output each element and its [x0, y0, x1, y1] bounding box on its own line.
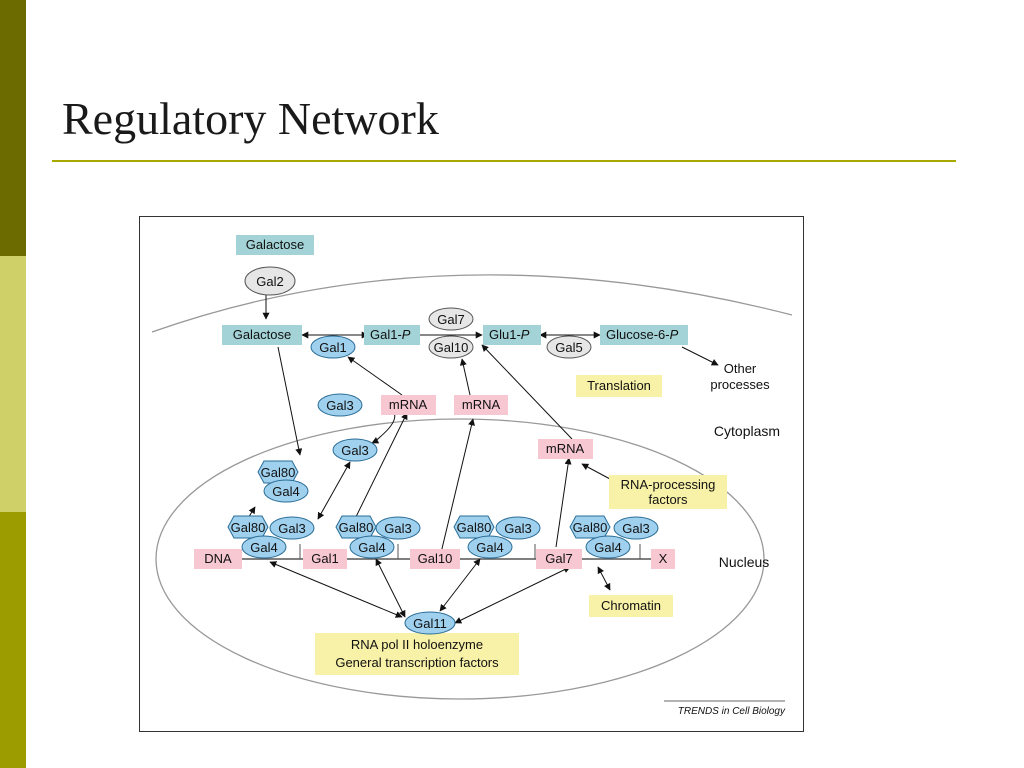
rna-processing-factors-box: RNA-processing factors — [609, 475, 727, 509]
promoter-complex-4: Gal80 Gal3 Gal4 — [569, 515, 659, 559]
svg-text:Gal11: Gal11 — [413, 616, 447, 631]
metabolite-galactose-outside: Galactose — [236, 235, 314, 255]
svg-text:Glucose-6-P: Glucose-6-P — [606, 327, 679, 342]
svg-text:DNA: DNA — [204, 551, 232, 566]
mrna-gal10: mRNA — [454, 395, 508, 415]
svg-text:Gal1: Gal1 — [311, 551, 338, 566]
network-diagram: Galactose Galactose Gal1-P Glu1-P Glucos… — [151, 235, 793, 717]
accent-bar-top — [0, 0, 26, 256]
gal3-protein-nuclear-entry: Gal3 — [332, 438, 378, 462]
metabolite-glucose6p: Glucose-6-P — [600, 325, 688, 345]
svg-text:Gal80: Gal80 — [261, 465, 296, 480]
gal11-protein: Gal11 — [404, 611, 456, 635]
mrna-gal7: mRNA — [538, 439, 593, 459]
metabolite-gal1p: Gal1-P — [364, 325, 420, 345]
slide-title: Regulatory Network — [62, 93, 439, 144]
svg-text:Gal4: Gal4 — [476, 540, 503, 555]
svg-text:X: X — [659, 551, 668, 566]
svg-text:General transcription factors: General transcription factors — [335, 655, 499, 670]
svg-text:Gal4: Gal4 — [272, 484, 299, 499]
svg-text:Gal5: Gal5 — [555, 340, 582, 355]
svg-text:Gal4: Gal4 — [594, 540, 621, 555]
promoter-mark — [299, 544, 641, 559]
svg-text:Gal3: Gal3 — [341, 443, 368, 458]
cytoplasm-label: Cytoplasm — [714, 423, 780, 439]
svg-text:mRNA: mRNA — [462, 397, 501, 412]
svg-text:Gal3: Gal3 — [622, 521, 649, 536]
accent-bar-middle — [0, 256, 26, 512]
svg-text:Gal80: Gal80 — [457, 520, 492, 535]
source-credit: TRENDS in Cell Biology — [678, 706, 786, 717]
translation-box: Translation — [576, 375, 662, 397]
svg-text:Translation: Translation — [587, 378, 651, 393]
mrna-gal1: mRNA — [381, 395, 436, 415]
accent-bar-bottom — [0, 512, 26, 768]
metabolite-galactose-inside: Galactose — [222, 325, 302, 345]
other-processes-label: Other — [724, 361, 757, 376]
svg-text:Gal4: Gal4 — [358, 540, 385, 555]
gene-dna: DNA — [194, 549, 242, 569]
gene-gal1: Gal1 — [303, 549, 347, 569]
cell-membrane — [151, 274, 793, 333]
svg-text:Gal3: Gal3 — [326, 398, 353, 413]
svg-text:Gal10: Gal10 — [418, 551, 453, 566]
gene-gal7: Gal7 — [536, 549, 582, 569]
regulatory-network-figure: Galactose Galactose Gal1-P Glu1-P Glucos… — [139, 216, 804, 732]
svg-text:mRNA: mRNA — [389, 397, 428, 412]
svg-text:Gal80: Gal80 — [573, 520, 608, 535]
promoter-complex-1: Gal80 Gal3 Gal4 — [227, 515, 315, 559]
rna-pol-ii-holoenzyme-box: RNA pol II holoenzyme General transcript… — [315, 633, 519, 675]
metabolite-glu1p: Glu1-P — [483, 325, 541, 345]
svg-text:Gal2: Gal2 — [256, 274, 283, 289]
svg-text:Gal7: Gal7 — [545, 551, 572, 566]
promoter-complex-2: Gal80 Gal3 Gal4 — [335, 515, 421, 559]
svg-text:RNA-processing: RNA-processing — [621, 477, 716, 492]
svg-text:Gal1: Gal1 — [319, 340, 346, 355]
svg-text:Gal3: Gal3 — [384, 521, 411, 536]
gal5-enzyme: Gal5 — [546, 335, 592, 359]
gene-x: X — [651, 549, 675, 569]
gal2-enzyme: Gal2 — [244, 266, 296, 296]
svg-text:Gal4: Gal4 — [250, 540, 277, 555]
svg-text:Gal80: Gal80 — [339, 520, 374, 535]
svg-text:Chromatin: Chromatin — [601, 598, 661, 613]
svg-text:Galactose: Galactose — [233, 327, 292, 342]
title-underline — [52, 160, 956, 162]
svg-text:Gal3: Gal3 — [278, 521, 305, 536]
other-processes-label-2: processes — [710, 377, 770, 392]
svg-text:Gal10: Gal10 — [434, 340, 469, 355]
gal3-protein-cytoplasm: Gal3 — [317, 393, 363, 417]
gal7-enzyme: Gal7 — [428, 307, 474, 331]
svg-text:factors: factors — [648, 492, 688, 507]
gal10-enzyme: Gal10 — [428, 335, 474, 359]
svg-text:Gal1-P: Gal1-P — [370, 327, 411, 342]
svg-text:Gal3: Gal3 — [504, 521, 531, 536]
nucleus-envelope — [155, 418, 765, 700]
nucleus-label: Nucleus — [719, 554, 770, 570]
svg-text:Galactose: Galactose — [246, 237, 305, 252]
svg-text:mRNA: mRNA — [546, 441, 585, 456]
svg-text:Gal80: Gal80 — [231, 520, 266, 535]
gene-gal10: Gal10 — [410, 549, 460, 569]
svg-text:Gal7: Gal7 — [437, 312, 464, 327]
gal80-gal4-complex-free: Gal80 Gal4 — [257, 460, 309, 503]
chromatin-box: Chromatin — [589, 595, 673, 617]
svg-text:Glu1-P: Glu1-P — [489, 327, 530, 342]
gal1-enzyme: Gal1 — [310, 335, 356, 359]
promoter-complex-3: Gal80 Gal3 Gal4 — [453, 515, 541, 559]
svg-text:RNA pol II holoenzyme: RNA pol II holoenzyme — [351, 637, 483, 652]
